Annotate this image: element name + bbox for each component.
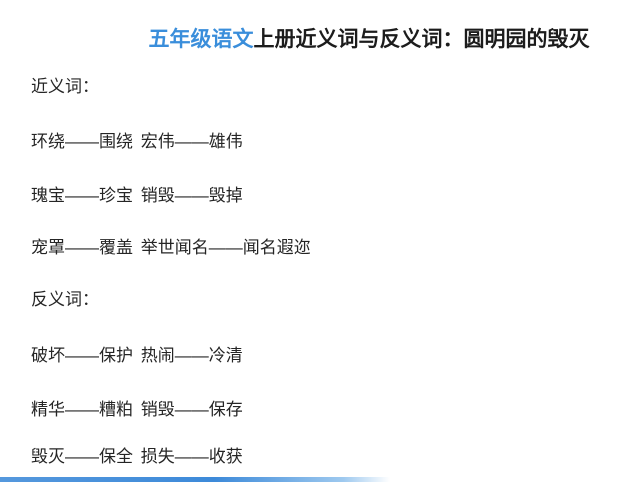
- antonym-pair-line: 毁灭——保全 损失——收获: [31, 447, 243, 466]
- synonym-pair-line: 瑰宝——珍宝 销毁——毁掉: [31, 186, 243, 205]
- antonym-pair-line: 破坏——保护 热闹——冷清: [31, 346, 243, 365]
- page-title: 五年级语文上册近义词与反义词：圆明园的毁灭: [0, 29, 620, 51]
- antonyms-heading: 反义词：: [31, 290, 99, 309]
- synonyms-heading: 近义词：: [31, 77, 99, 96]
- antonym-pair-line: 精华——糟粕 销毁——保存: [31, 400, 243, 419]
- title-rest: 上册近义词与反义词：圆明园的毁灭: [253, 28, 590, 51]
- title-highlight: 五年级语文: [148, 28, 254, 51]
- synonym-pair-line: 宠罩——覆盖 举世闻名——闻名遐迩: [31, 238, 311, 257]
- synonym-pair-line: 环绕——围绕 宏伟——雄伟: [31, 132, 243, 151]
- bottom-accent-bar: [0, 477, 390, 482]
